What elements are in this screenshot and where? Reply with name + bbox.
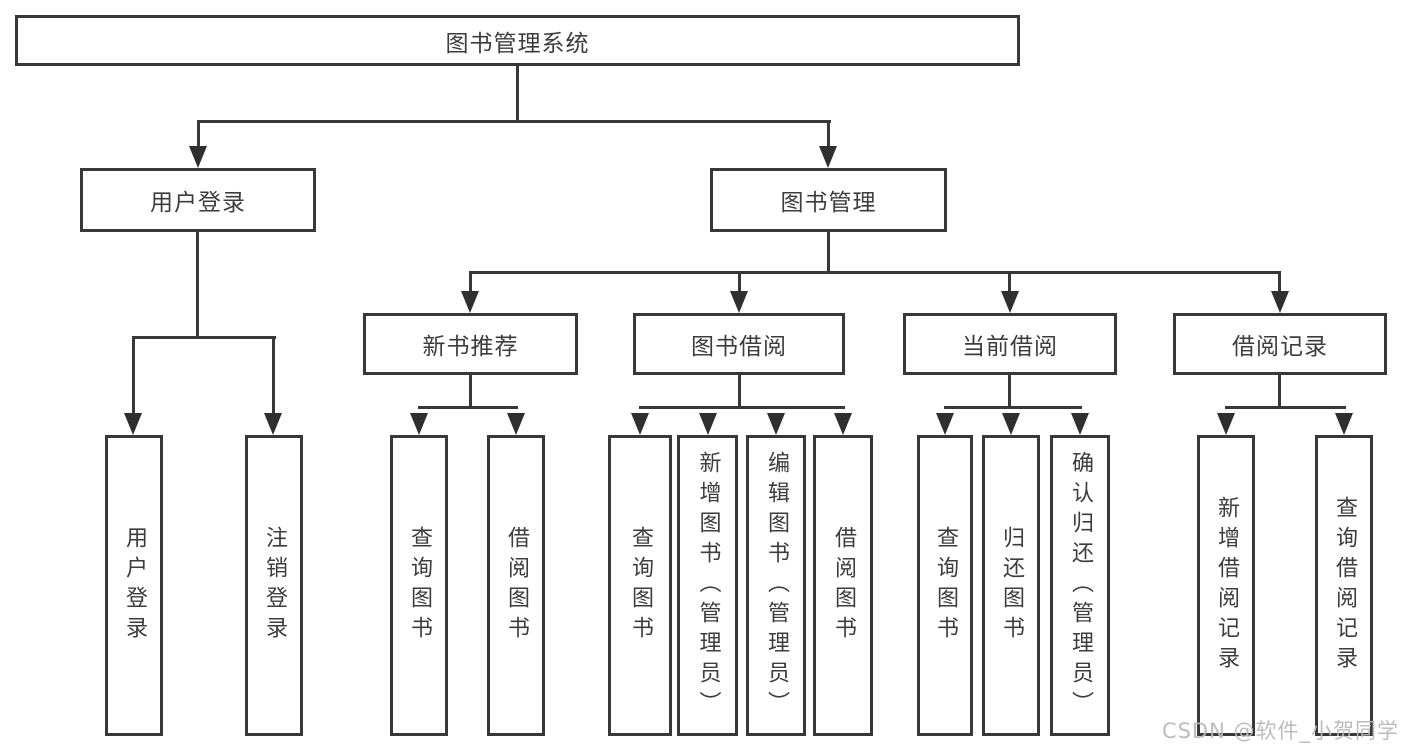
leaf-logout: 注销登录	[245, 435, 303, 736]
arrow-to-leaf-logout-icon	[264, 413, 282, 435]
leaf-current-confirm-admin-label: 确认归还（管理员）	[1068, 450, 1093, 721]
leaf-record-add-label: 新增借阅记录	[1214, 495, 1239, 676]
leaf-current-query: 查询图书	[917, 435, 973, 736]
node-root-label: 图书管理系统	[445, 30, 590, 57]
connector-borrow-records-stub	[1278, 271, 1281, 295]
arrow-to-record-add-icon	[1217, 413, 1235, 435]
arrow-to-current-confirm-icon	[1071, 413, 1089, 435]
leaf-newbook-borrow: 借阅图书	[487, 435, 545, 736]
connector-current-borrow-stem	[1008, 375, 1011, 409]
leaf-borrow-edit-admin-label: 编辑图书（管理员）	[764, 450, 789, 721]
leaf-newbook-query-label: 查询图书	[407, 525, 432, 646]
connector-user-login-stub	[197, 120, 200, 150]
arrow-to-borrow-edit-icon	[767, 413, 785, 435]
connector-user-login-bar	[132, 336, 276, 339]
connector-root-stem	[516, 66, 519, 122]
arrow-to-borrow-query-icon	[631, 413, 649, 435]
connector-book-mgmt-stub	[827, 120, 830, 150]
arrow-to-leaf-user-login-icon	[124, 413, 142, 435]
node-borrow-records-label: 借阅记录	[1232, 334, 1328, 360]
connector-current-borrow-leaf-bar	[944, 406, 1082, 409]
leaf-newbook-borrow-label: 借阅图书	[504, 525, 529, 646]
leaf-borrow-edit-admin: 编辑图书（管理员）	[746, 435, 806, 736]
arrow-to-current-query-icon	[936, 413, 954, 435]
leaf-record-query-label: 查询借阅记录	[1332, 495, 1357, 676]
leaf-borrow-query: 查询图书	[608, 435, 672, 736]
node-book-borrow: 图书借阅	[633, 313, 845, 375]
arrow-to-current-return-icon	[1002, 413, 1020, 435]
node-user-login-label: 用户登录	[150, 190, 246, 216]
leaf-borrow-add-admin: 新增图书（管理员）	[677, 435, 738, 736]
leaf-logout-label: 注销登录	[262, 525, 287, 646]
arrow-to-book-borrow-icon	[730, 291, 748, 313]
connector-root-bar	[197, 120, 831, 123]
node-new-book-recommend: 新书推荐	[363, 313, 578, 375]
arrow-to-book-mgmt-icon	[819, 146, 837, 168]
connector-user-login-stem	[196, 232, 199, 339]
leaf-current-return: 归还图书	[982, 435, 1040, 736]
connector-new-book-stem	[469, 375, 472, 409]
arrow-to-new-book-icon	[461, 291, 479, 313]
leaf-user-login: 用户登录	[105, 435, 163, 736]
arrow-to-newbook-query-icon	[410, 413, 428, 435]
node-current-borrow-label: 当前借阅	[962, 334, 1058, 360]
connector-book-borrow-stem	[738, 375, 741, 409]
leaf-current-confirm-admin: 确认归还（管理员）	[1050, 435, 1110, 736]
connector-leaf-logout-stub	[272, 336, 275, 416]
connector-borrow-records-leaf-bar	[1225, 406, 1346, 409]
connector-book-borrow-stub	[738, 271, 741, 295]
connector-book-mgmt-stem	[827, 232, 830, 274]
node-borrow-records: 借阅记录	[1173, 313, 1387, 375]
leaf-record-query: 查询借阅记录	[1315, 435, 1373, 736]
leaf-borrow-add-admin-label: 新增图书（管理员）	[695, 450, 721, 721]
arrow-to-user-login-icon	[189, 146, 207, 168]
arrow-to-borrow-borrow-icon	[834, 413, 852, 435]
connector-current-borrow-stub	[1008, 271, 1011, 295]
node-root: 图书管理系统	[15, 15, 1020, 66]
node-current-borrow: 当前借阅	[903, 313, 1117, 375]
arrow-to-borrow-records-icon	[1271, 291, 1289, 313]
arrow-to-newbook-borrow-icon	[507, 413, 525, 435]
connector-book-borrow-leaf-bar	[639, 406, 845, 409]
leaf-user-login-label: 用户登录	[122, 525, 147, 646]
leaf-borrow-borrow-label: 借阅图书	[831, 525, 856, 646]
leaf-borrow-query-label: 查询图书	[628, 525, 653, 646]
connector-book-mgmt-bar	[469, 271, 1281, 274]
node-new-book-recommend-label: 新书推荐	[422, 334, 519, 360]
arrow-to-borrow-add-icon	[699, 413, 717, 435]
connector-leaf-user-login-stub	[132, 336, 135, 416]
leaf-record-add: 新增借阅记录	[1197, 435, 1255, 736]
leaf-borrow-borrow: 借阅图书	[813, 435, 873, 736]
arrow-to-record-query-icon	[1335, 413, 1353, 435]
leaf-newbook-query: 查询图书	[390, 435, 448, 736]
arrow-to-current-borrow-icon	[1001, 291, 1019, 313]
leaf-current-return-label: 归还图书	[999, 525, 1024, 646]
node-user-login: 用户登录	[80, 168, 316, 232]
connector-new-book-bar	[418, 406, 518, 409]
connector-borrow-records-stem	[1278, 375, 1281, 409]
node-book-management: 图书管理	[710, 168, 947, 232]
csdn-watermark: CSDN @软件_小贺同学	[1161, 719, 1399, 743]
connector-new-book-stub	[469, 271, 472, 295]
node-book-borrow-label: 图书借阅	[691, 334, 787, 360]
leaf-current-query-label: 查询图书	[933, 525, 958, 646]
node-book-management-label: 图书管理	[780, 190, 877, 216]
